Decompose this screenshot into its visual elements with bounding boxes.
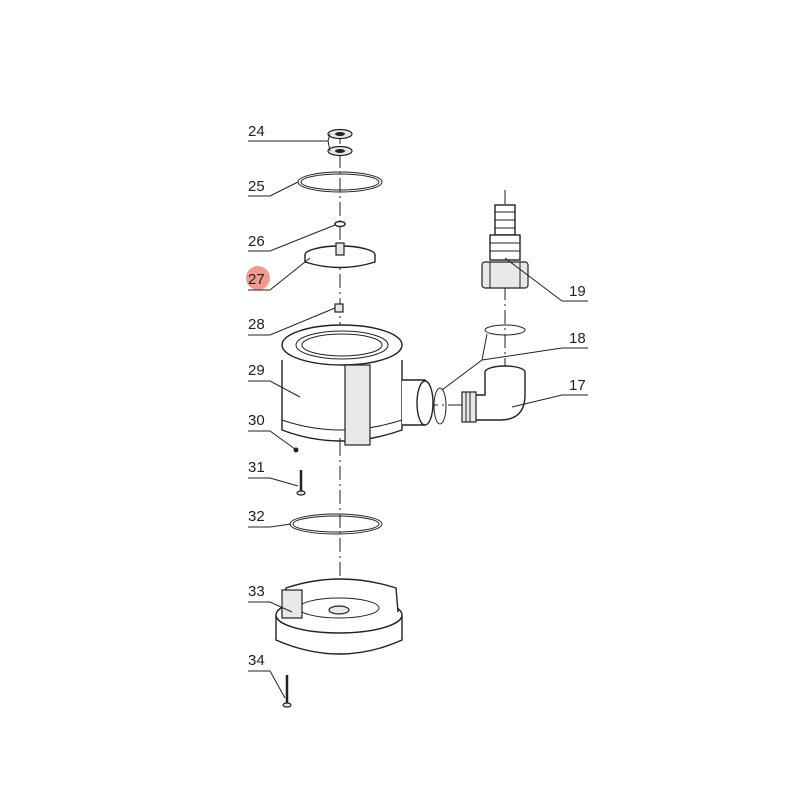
label-18: 18 bbox=[569, 330, 586, 347]
callout-26: 26 bbox=[248, 224, 336, 252]
callout-34: 34 bbox=[248, 652, 286, 699]
part-32-oring bbox=[289, 513, 383, 535]
callout-27-highlighted: 27 bbox=[246, 257, 311, 291]
label-32: 32 bbox=[248, 508, 265, 525]
callout-32: 32 bbox=[248, 508, 292, 528]
callout-25: 25 bbox=[248, 178, 299, 197]
part-19-hose-connector bbox=[481, 204, 529, 289]
part-18-orings bbox=[433, 324, 526, 425]
callout-33: 33 bbox=[248, 583, 293, 613]
highlight-marker bbox=[246, 266, 270, 290]
part-27-impeller bbox=[304, 242, 376, 269]
callout-28: 28 bbox=[248, 307, 336, 336]
label-24: 24 bbox=[248, 123, 265, 140]
label-33: 33 bbox=[248, 583, 265, 600]
label-31: 31 bbox=[248, 459, 265, 476]
callout-18: 18 bbox=[441, 330, 588, 391]
part-31-screw bbox=[296, 470, 306, 496]
callout-24: 24 bbox=[248, 123, 331, 152]
callout-31: 31 bbox=[248, 459, 299, 487]
label-28: 28 bbox=[248, 316, 265, 333]
label-19: 19 bbox=[569, 283, 586, 300]
label-17: 17 bbox=[569, 377, 586, 394]
label-30: 30 bbox=[248, 412, 265, 429]
part-17-elbow bbox=[461, 365, 526, 423]
label-25: 25 bbox=[248, 178, 265, 195]
part-28-key bbox=[334, 303, 344, 313]
label-26: 26 bbox=[248, 233, 265, 250]
callout-30: 30 bbox=[248, 412, 296, 450]
label-34: 34 bbox=[248, 652, 265, 669]
callout-17: 17 bbox=[511, 377, 588, 408]
callout-19: 19 bbox=[504, 257, 588, 302]
part-29-housing bbox=[281, 324, 434, 452]
part-26-washer bbox=[334, 220, 346, 228]
label-27: 27 bbox=[248, 271, 265, 288]
callout-29: 29 bbox=[248, 362, 301, 398]
label-29: 29 bbox=[248, 362, 265, 379]
part-33-base bbox=[275, 578, 403, 655]
part-24-bearings bbox=[327, 128, 353, 157]
part-34-screw bbox=[282, 675, 292, 708]
